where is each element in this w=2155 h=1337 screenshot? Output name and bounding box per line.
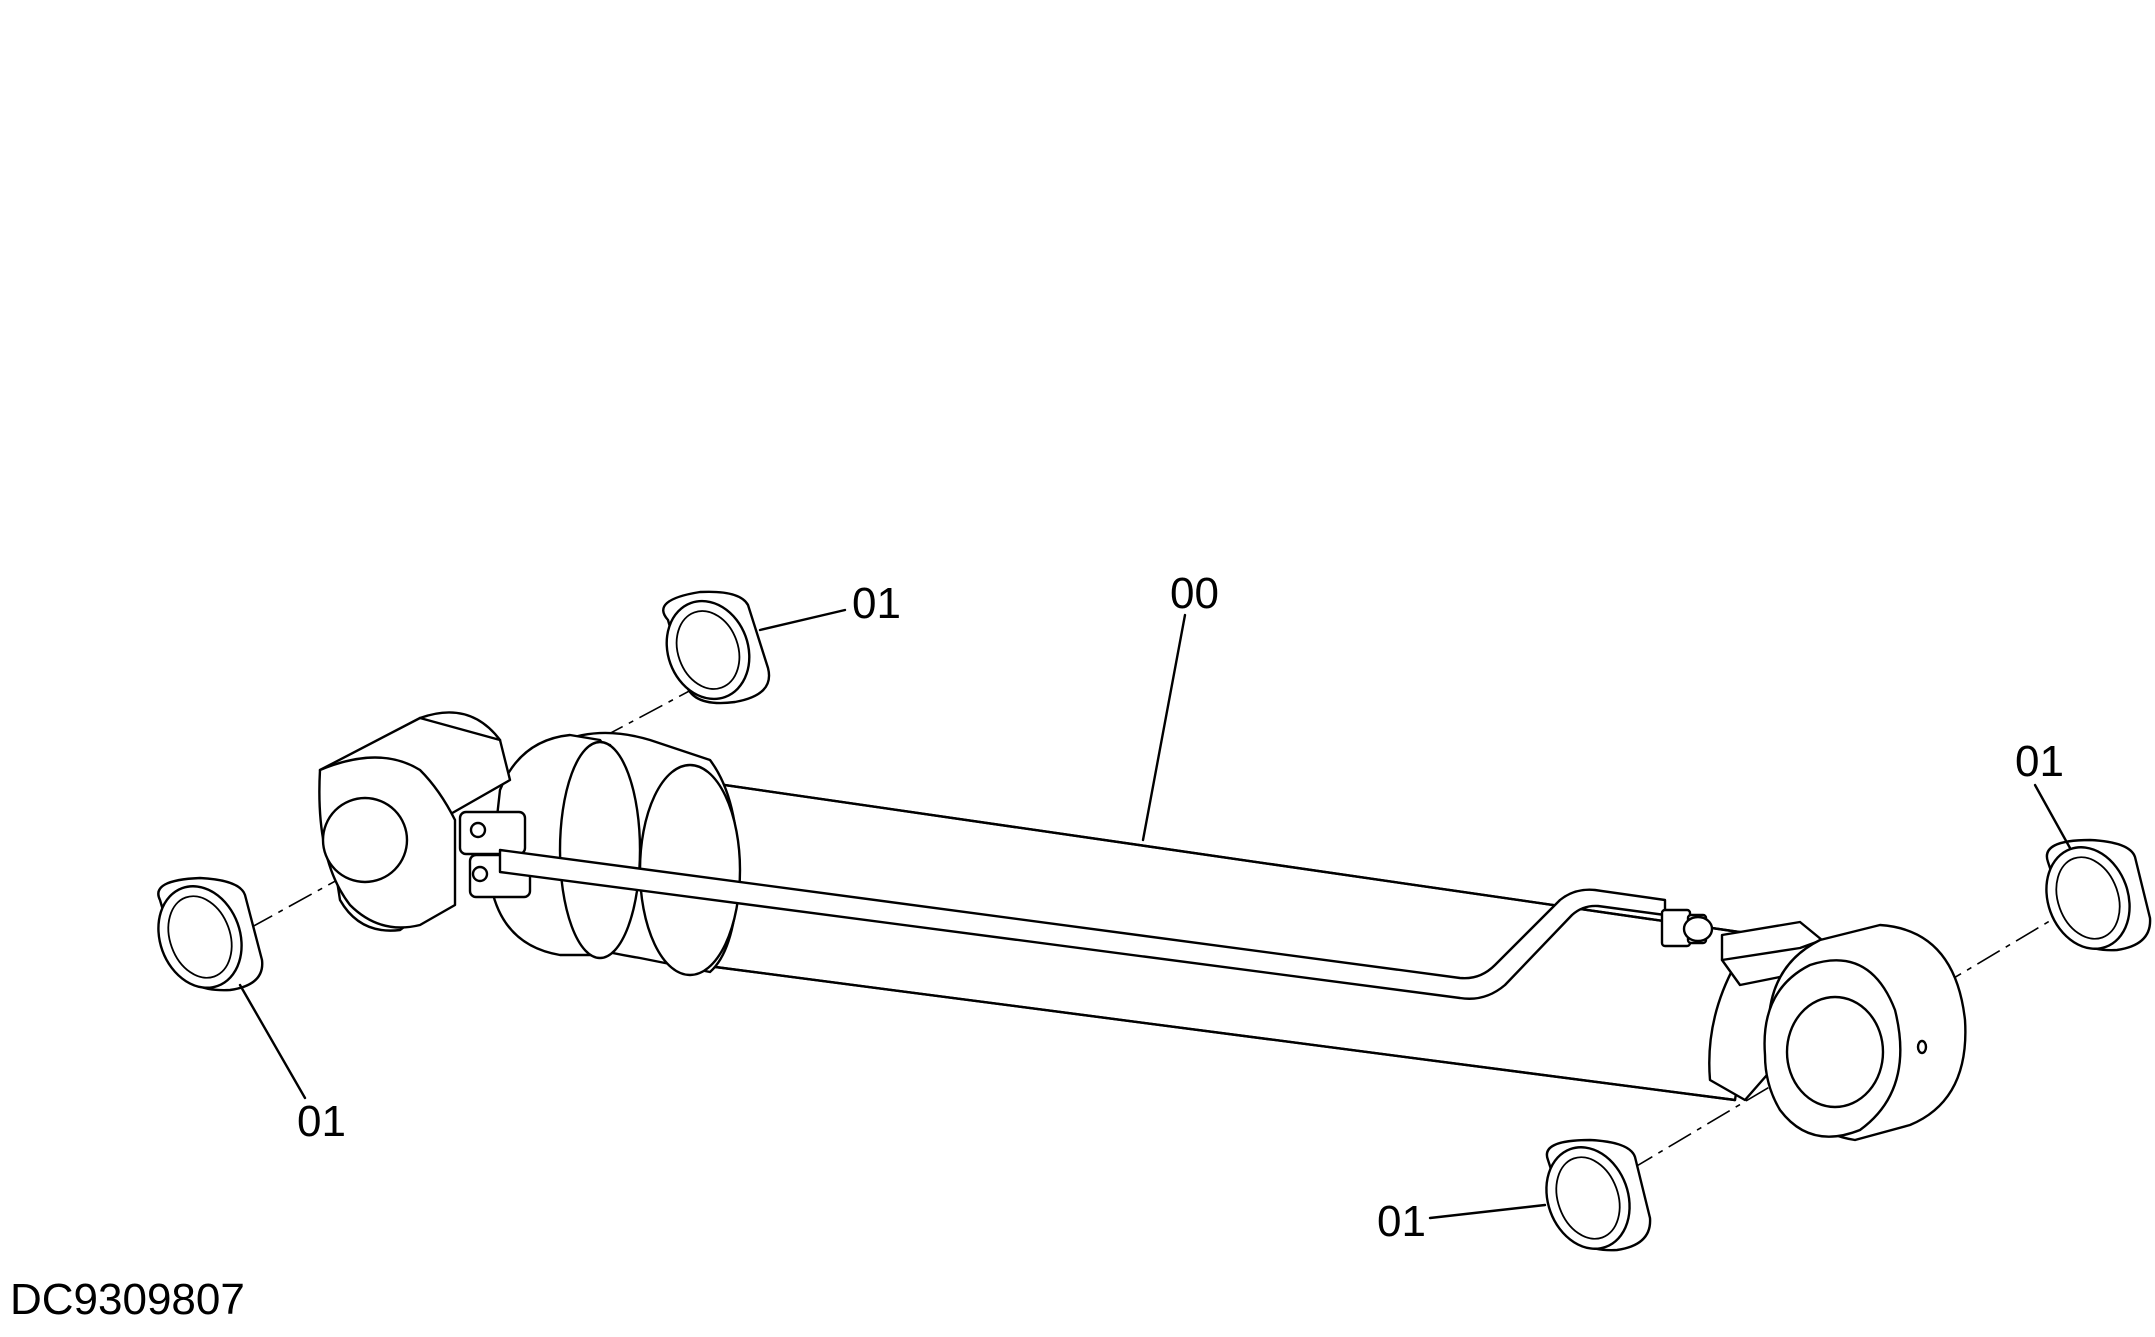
head-collar [488, 733, 642, 960]
callout-body: 00 [1170, 569, 1219, 618]
callout-bush-top-left: 01 [852, 579, 901, 628]
tube-fitting [1660, 908, 1714, 948]
bushing-bottom-right [1545, 1138, 1652, 1252]
drawing-code: DC9309807 [10, 1275, 245, 1324]
callout-bush-right: 01 [2015, 737, 2064, 786]
leader-lines [238, 608, 2072, 1220]
callout-bush-bottom-right: 01 [1377, 1197, 1426, 1246]
callout-bush-left: 01 [297, 1097, 346, 1146]
rod-end-eye [1763, 923, 1967, 1142]
bushing-top-left [662, 590, 771, 705]
left-rod-eye [318, 711, 512, 932]
cylinder-barrel [688, 778, 1762, 1102]
bushing-right [2045, 838, 2152, 952]
bushing-left [157, 876, 264, 992]
